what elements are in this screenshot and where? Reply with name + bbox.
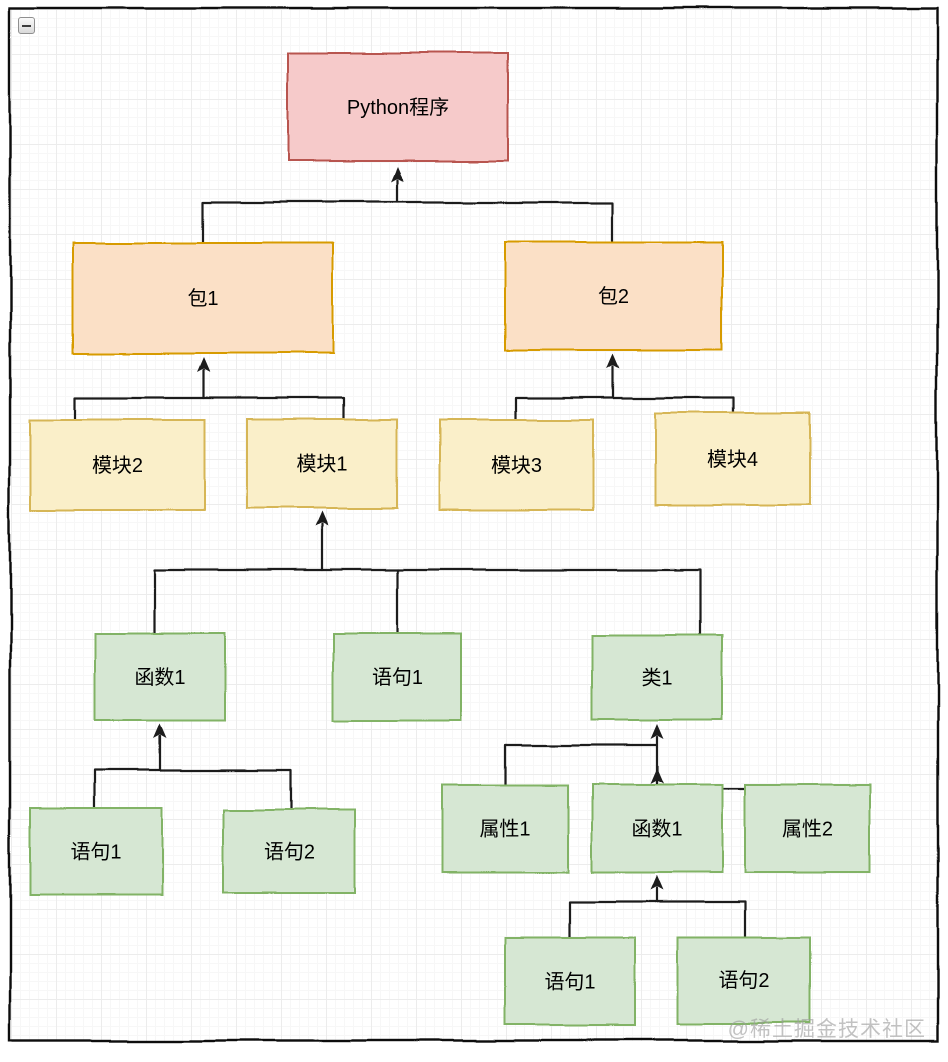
node-attribute-2[interactable] xyxy=(744,784,871,873)
node-statement-1-class[interactable] xyxy=(504,937,636,1026)
node-function-1[interactable] xyxy=(94,633,226,721)
node-function-1-class-label: 函数1 xyxy=(631,818,682,841)
node-module-2-label: 模块2 xyxy=(92,454,143,477)
canvas-border xyxy=(8,6,939,1043)
node-python-program-label: Python程序 xyxy=(347,96,449,119)
node-function-1-class[interactable] xyxy=(591,784,723,873)
arrowhead-function-1-class-arrowhead-icon xyxy=(650,769,664,784)
node-package-1-label: 包1 xyxy=(187,287,218,310)
node-module-1[interactable] xyxy=(246,418,398,509)
node-statement-2-class-label: 语句2 xyxy=(718,969,769,992)
node-statement-1-func[interactable] xyxy=(29,807,163,896)
node-python-program[interactable] xyxy=(287,52,509,162)
node-package-1[interactable] xyxy=(72,242,334,354)
node-package-2-label: 包2 xyxy=(598,285,629,308)
node-module-3-label: 模块3 xyxy=(491,454,542,477)
node-module-4-label: 模块4 xyxy=(707,448,758,471)
arrow-to-python-program-arrowhead-icon xyxy=(391,167,405,182)
arrow-to-package-1-arrowhead-icon xyxy=(196,357,210,372)
bracket-packages-edge[interactable] xyxy=(201,200,615,245)
bracket-modules-right-edge[interactable] xyxy=(513,396,735,422)
line-attribute-1-edge[interactable] xyxy=(503,743,658,787)
arrow-to-module-1-arrowhead-icon xyxy=(315,511,329,526)
node-function-1-label: 函数1 xyxy=(134,666,185,689)
node-statement-1-class-label: 语句1 xyxy=(544,971,595,994)
arrow-to-package-2-arrowhead-icon xyxy=(606,354,620,369)
node-module-2[interactable] xyxy=(29,419,206,511)
node-module-3[interactable] xyxy=(439,419,594,511)
arrow-to-function-1-arrowhead-icon xyxy=(153,723,167,738)
node-statement-2-func[interactable] xyxy=(223,809,356,894)
collapse-button[interactable] xyxy=(18,17,35,34)
node-attribute-2-label: 属性2 xyxy=(782,818,833,841)
node-statement-1-label: 语句1 xyxy=(372,666,423,689)
node-module-1-label: 模块1 xyxy=(296,453,347,476)
node-statement-1-func-label: 语句1 xyxy=(70,841,121,864)
bracket-function-1-class-children-edge[interactable] xyxy=(568,900,747,940)
minus-icon xyxy=(22,24,31,27)
node-statement-1[interactable] xyxy=(332,633,463,721)
bracket-modules-left-edge[interactable] xyxy=(73,396,345,422)
node-class-1-label: 类1 xyxy=(641,667,672,690)
node-class-1[interactable] xyxy=(591,634,723,721)
node-attribute-1[interactable] xyxy=(441,784,569,873)
node-package-2[interactable] xyxy=(504,241,723,351)
bracket-module-1-children-edge[interactable] xyxy=(153,568,702,637)
arrow-to-function-1-class-arrowhead-icon xyxy=(650,875,664,890)
bracket-function-1-children-edge[interactable] xyxy=(93,768,292,812)
node-module-4[interactable] xyxy=(654,412,811,506)
node-attribute-1-label: 属性1 xyxy=(479,818,530,841)
arrow-to-class-1-arrowhead-icon xyxy=(650,724,664,739)
node-statement-2-class[interactable] xyxy=(677,936,811,1024)
node-statement-2-func-label: 语句2 xyxy=(264,841,315,864)
